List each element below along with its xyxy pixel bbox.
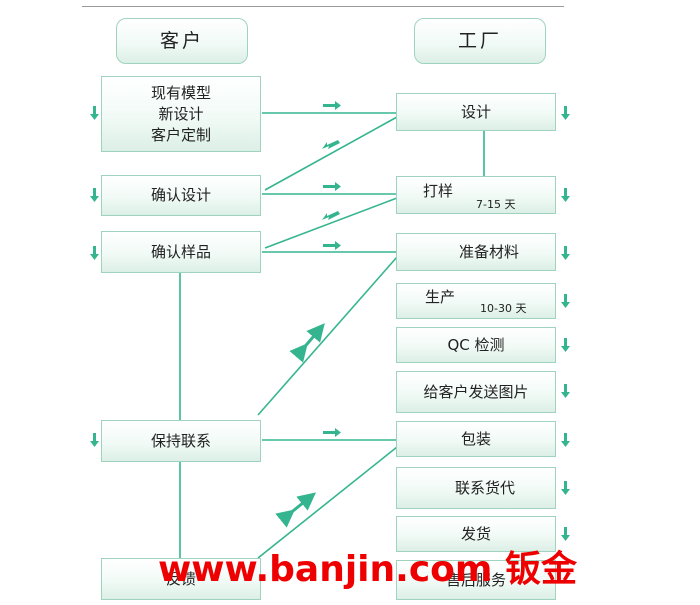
box-keep-contact: 保持联系 (101, 420, 261, 462)
factory-down-arrows (561, 106, 570, 541)
down-arrow-icon (561, 527, 570, 541)
down-arrow-icon (90, 246, 99, 260)
down-arrow-icon (90, 188, 99, 202)
down-arrow-icon (561, 433, 570, 447)
box-models: 现有模型 新设计 客户定制 (101, 76, 261, 152)
after-sales-label: 售后服务 (445, 570, 506, 589)
box-materials: 准备材料 (396, 233, 556, 271)
double-arrow-icon (275, 492, 316, 528)
box-after-sales: 售后服务 (396, 560, 556, 600)
qc-label: QC 检测 (447, 335, 505, 354)
arrow-left-icon (322, 211, 340, 220)
box-forwarder: 联系货代 (396, 467, 556, 509)
models-line-3: 客户定制 (150, 125, 211, 144)
box-shipping: 发货 (396, 516, 556, 552)
box-feedback: 反馈 (101, 558, 261, 600)
packing-label: 包装 (460, 429, 491, 448)
box-design: 设计 (396, 93, 556, 131)
design-label: 设计 (460, 102, 491, 121)
confirm-sample-label: 确认样品 (150, 242, 211, 261)
production-label: 生产 (425, 287, 456, 306)
models-line-2: 新设计 (158, 104, 204, 123)
diag-packing-to-feedback (257, 446, 398, 559)
down-arrow-icon (90, 106, 99, 120)
diag-design-to-confirm (264, 116, 398, 191)
customer-down-arrows (90, 106, 99, 447)
top-divider (82, 6, 564, 7)
down-arrow-icon (561, 246, 570, 260)
feedback-label: 反馈 (165, 569, 196, 588)
confirm-design-label: 确认设计 (150, 186, 211, 204)
down-arrow-icon (561, 481, 570, 495)
diag-materials-to-contact (257, 256, 398, 416)
keep-contact-label: 保持联系 (150, 431, 211, 450)
materials-label: 准备材料 (458, 242, 519, 261)
box-send-photos: 给客户发送图片 (396, 371, 556, 413)
diag-sample-to-confirm (264, 197, 398, 249)
watermark-text: www.banjin.com 钣金 (158, 549, 577, 590)
arrow-right-icon (323, 182, 341, 191)
box-sample: 打样 (396, 176, 556, 214)
customer-header-label: 客户 (159, 29, 204, 52)
down-arrow-icon (90, 433, 99, 447)
down-arrow-icon (561, 384, 570, 398)
double-arrows (275, 323, 325, 528)
factory-header-label: 工厂 (457, 29, 502, 52)
box-production: 生产 (396, 283, 556, 319)
factory-header: 工厂 (414, 18, 546, 64)
arrow-left-icon (322, 140, 340, 149)
customer-header: 客户 (116, 18, 248, 64)
down-arrow-icon (561, 106, 570, 120)
box-confirm-sample: 确认样品 (101, 231, 261, 273)
sample-label: 打样 (423, 181, 454, 200)
down-arrow-icon (561, 188, 570, 202)
box-qc: QC 检测 (396, 327, 556, 363)
direction-arrows (322, 101, 341, 437)
box-confirm-design: 确认设计 (101, 175, 261, 216)
arrow-right-icon (323, 241, 341, 250)
production-days: 10-30 天 (480, 302, 527, 315)
send-photos-label: 给客户发送图片 (423, 382, 529, 401)
arrow-right-icon (323, 101, 341, 110)
forwarder-label: 联系货代 (454, 478, 515, 497)
sample-days: 7-15 天 (476, 198, 516, 211)
down-arrow-icon (561, 294, 570, 308)
models-line-1: 现有模型 (150, 83, 211, 102)
shipping-label: 发货 (460, 524, 491, 543)
down-arrow-icon (561, 338, 570, 352)
box-packing: 包装 (396, 421, 556, 457)
double-arrow-icon (289, 323, 325, 363)
arrow-right-icon (323, 428, 341, 437)
